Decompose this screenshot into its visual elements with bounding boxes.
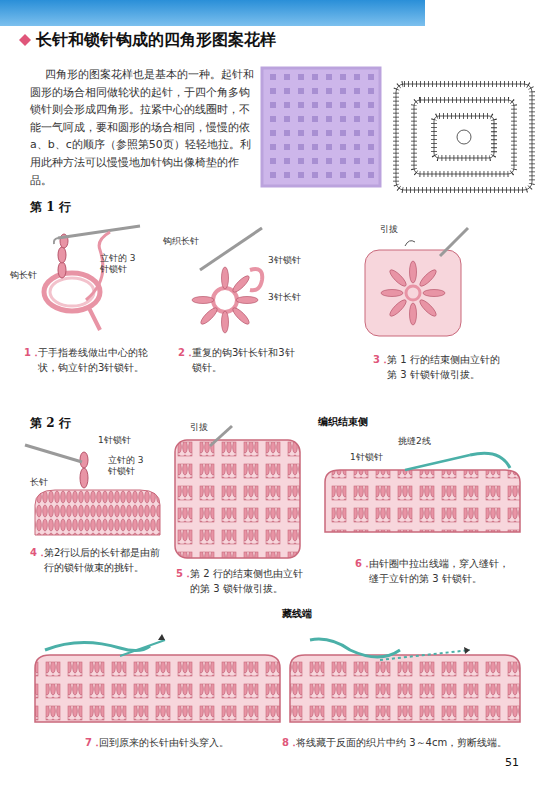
part-label: 引拔	[380, 224, 398, 235]
part-label: 钩织长针	[163, 236, 199, 247]
row-heading: 第 1 行	[30, 200, 71, 214]
part-label: 挑缝2线	[398, 436, 431, 447]
part-label: 3针锁针	[268, 255, 301, 266]
part-label: 引拔	[190, 422, 208, 433]
part-label: 1针锁针	[98, 435, 131, 446]
step-caption: 由针圈中拉出线端，穿入缝针，缝于立针的第 3 针锁针。	[369, 556, 509, 586]
page-number: 51	[505, 756, 519, 769]
step-caption: 将线藏于反面的织片中约 3～4cm，剪断线端。	[296, 735, 507, 750]
step-caption: 第 2 行的结束侧也由立针的第 3 锁针做引拔。	[190, 566, 312, 596]
step-caption: 重复的钩3针长针和3针锁针。	[192, 345, 300, 375]
intro-text: 四角形的图案花样也是基本的一种。起针和圆形的场合相同做轮状的起针，于四个角多钩锁…	[30, 66, 256, 189]
part-label: 1针锁针	[350, 452, 383, 463]
part-label: 立针的 3 针锁针	[108, 455, 152, 478]
step-caption: 于手指卷线做出中心的轮状，钩立针的3针锁针。	[38, 345, 148, 375]
part-label: 3针长针	[268, 292, 301, 303]
section-heading: 藏线端	[282, 608, 312, 620]
step-caption: 第2行以后的长针都是由前行的锁针做束的挑针。	[44, 545, 166, 575]
part-label: 长针	[30, 477, 48, 488]
section-heading: 编织结束侧	[318, 416, 368, 428]
step-caption: 第 1 行的结束侧由立针的第 3 针锁针做引拔。	[387, 352, 509, 382]
part-label: 钩长针	[10, 270, 37, 281]
page-title: 长针和锁针钩成的四角形图案花样	[36, 31, 276, 50]
part-label: 立针的 3 针锁针	[100, 253, 144, 276]
row-heading: 第 2 行	[30, 416, 71, 430]
step-caption: 回到原来的长针由针头穿入。	[99, 735, 229, 750]
